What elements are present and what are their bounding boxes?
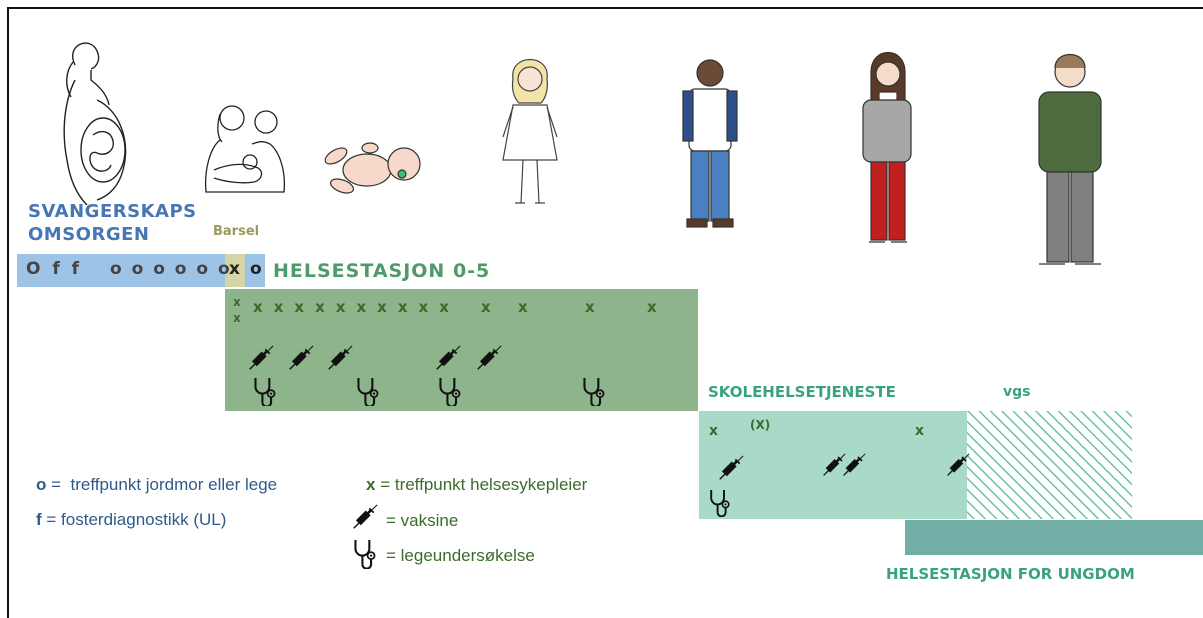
legend-vaccine-text: = vaksine <box>386 511 459 530</box>
x-mark: x <box>356 298 367 316</box>
child-marks-first-col: x x <box>233 294 241 326</box>
x-mark: x <box>481 298 491 316</box>
x-mark: x <box>585 298 595 316</box>
x-mark: x <box>233 295 241 309</box>
boy-child-illustration <box>682 59 738 228</box>
pregnancy-o-marks: o o o o o o <box>110 259 232 279</box>
stethoscope-icon <box>581 376 607 406</box>
syringe-icon <box>476 345 502 371</box>
girl-child-illustration <box>502 58 558 204</box>
barsel-x-mark: x <box>229 259 240 279</box>
child-clinic-box <box>225 289 698 411</box>
school-health-label: SKOLEHELSETJENESTE <box>708 383 896 401</box>
x-mark: x <box>233 311 241 325</box>
legend-o: o = treffpunkt jordmor eller lege <box>36 475 277 495</box>
barsel-bar <box>225 254 245 287</box>
syringe-icon <box>946 453 970 477</box>
legend-f-symbol: f <box>36 510 42 529</box>
x-mark: x <box>418 298 429 316</box>
parents-with-baby-illustration <box>204 105 286 193</box>
legend-o-text: = treffpunkt jordmor eller lege <box>46 475 278 494</box>
pregnant-woman-illustration <box>63 42 127 205</box>
syringe-icon <box>248 345 274 371</box>
diagram-frame <box>7 7 1203 618</box>
youth-clinic-bar <box>905 520 1203 555</box>
x-mark: x <box>253 298 263 316</box>
barsel-o-mark: o <box>250 259 262 279</box>
x-mark: x <box>294 298 305 316</box>
syringe-icon <box>718 455 744 481</box>
legend-f-text: = fosterdiagnostikk (UL) <box>41 510 227 529</box>
x-mark: x <box>377 298 387 316</box>
legend-doctor-text: = legeundersøkelse <box>386 546 535 565</box>
child-marks-row: x x x x x x x x x x <box>253 298 449 316</box>
pregnancy-f-marks: O f f <box>26 259 83 279</box>
legend-x: x = treffpunkt helsesykepleier <box>366 475 587 495</box>
teen-girl-illustration <box>862 51 912 243</box>
legend-f: f = fosterdiagnostikk (UL) <box>36 510 226 530</box>
x-mark: x <box>518 298 528 316</box>
syringe-icon <box>352 504 378 530</box>
vgs-hatched-box <box>967 411 1132 519</box>
barsel-label: Barsel <box>213 224 260 239</box>
x-mark: x <box>273 298 284 316</box>
child-clinic-label: HELSESTASJON 0-5 <box>273 260 491 282</box>
barsel-o-bar <box>245 254 265 287</box>
vgs-label: vgs <box>1003 384 1031 400</box>
stethoscope-icon <box>352 537 378 569</box>
baby-illustration <box>324 142 421 194</box>
syringe-icon <box>327 345 353 371</box>
youth-clinic-label: HELSESTASJON FOR UNGDOM <box>886 565 1135 583</box>
x-mark: x <box>439 298 449 316</box>
x-mark: x <box>335 298 346 316</box>
pregnancy-bar <box>17 254 225 287</box>
x-optional-mark: (X) <box>750 418 771 432</box>
syringe-icon <box>435 345 461 371</box>
pregnancy-care-label: SVANGERSKAPS OMSORGEN <box>28 201 197 245</box>
legend-o-symbol: o <box>36 475 47 494</box>
x-mark: x <box>709 423 719 439</box>
x-mark: x <box>647 298 657 316</box>
legend-x-text: = treffpunkt helsesykepleier <box>375 475 588 494</box>
stethoscope-icon <box>437 376 463 406</box>
syringe-icon <box>842 453 866 477</box>
stethoscope-icon <box>252 376 278 406</box>
x-mark: x <box>397 298 408 316</box>
x-mark: x <box>915 423 925 439</box>
legend-x-symbol: x <box>366 475 376 494</box>
x-mark: x <box>315 298 325 316</box>
stethoscope-icon <box>355 376 381 406</box>
syringe-icon <box>288 345 314 371</box>
young-man-illustration <box>1038 54 1102 265</box>
stethoscope-icon <box>708 487 732 517</box>
